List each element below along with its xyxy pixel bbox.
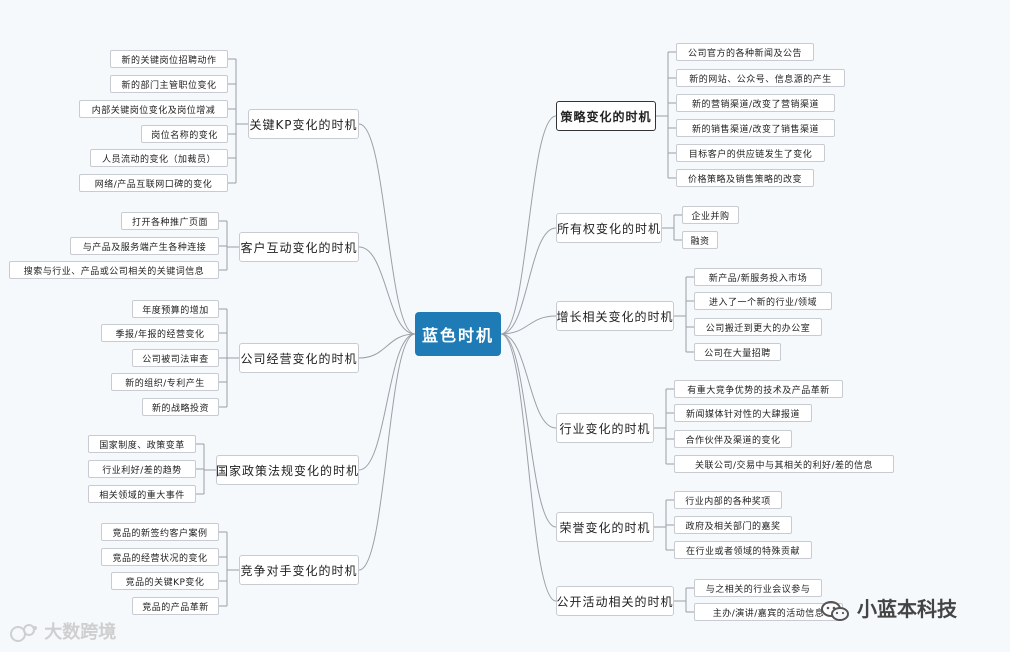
branch-left-2[interactable]: 客户互动变化的时机 xyxy=(239,232,359,262)
leaf-node[interactable]: 目标客户的供应链发生了变化 xyxy=(676,144,825,162)
leaf-node[interactable]: 融资 xyxy=(682,231,718,249)
leaf-node[interactable]: 新的营销渠道/改变了营销渠道 xyxy=(676,94,835,112)
leaf-node[interactable]: 新的部门主管职位变化 xyxy=(110,75,228,93)
branch-left-3[interactable]: 公司经营变化的时机 xyxy=(239,343,359,373)
wechat-icon xyxy=(820,599,850,623)
leaf-node[interactable]: 新闻媒体针对性的大肆报道 xyxy=(674,404,812,422)
connector-line xyxy=(358,333,416,571)
leaf-node[interactable]: 竞品的新签约客户案例 xyxy=(101,523,219,541)
leaf-node[interactable]: 竞品的经营状况的变化 xyxy=(101,548,219,566)
branch-right-5[interactable]: 荣誉变化的时机 xyxy=(556,512,654,542)
leaf-node[interactable]: 合作伙伴及渠道的变化 xyxy=(674,430,792,448)
leaf-node[interactable]: 与产品及服务端产生各种连接 xyxy=(70,237,219,255)
connector-line xyxy=(358,333,416,471)
leaf-node[interactable]: 岗位名称的变化 xyxy=(141,125,228,143)
leaf-node[interactable]: 公司在大量招聘 xyxy=(694,343,781,361)
leaf-node[interactable]: 行业内部的各种奖项 xyxy=(674,491,782,509)
leaf-node[interactable]: 公司官方的各种新闻及公告 xyxy=(676,43,814,61)
leaf-node[interactable]: 新产品/新服务投入市场 xyxy=(694,268,822,286)
leaf-node[interactable]: 进入了一个新的行业/领域 xyxy=(694,292,832,310)
leaf-node[interactable]: 年度预算的增加 xyxy=(132,300,219,318)
connector-line xyxy=(358,246,416,335)
leaf-node[interactable]: 内部关键岗位变化及岗位增减 xyxy=(79,100,228,118)
leaf-node[interactable]: 网络/产品互联网口碑的变化 xyxy=(79,174,228,192)
leaf-node[interactable]: 价格策略及销售策略的改变 xyxy=(676,169,814,187)
sina-weibo-icon xyxy=(8,622,38,644)
leaf-node[interactable]: 相关领域的重大事件 xyxy=(88,485,196,503)
leaf-node[interactable]: 国家制度、政策变革 xyxy=(88,435,196,453)
watermark-right-text: 小蓝本科技 xyxy=(856,597,957,621)
leaf-node[interactable]: 新的战略投资 xyxy=(142,398,219,416)
leaf-node[interactable]: 季报/年报的经营变化 xyxy=(101,324,219,342)
leaf-node[interactable]: 打开各种推广页面 xyxy=(121,212,219,230)
leaf-node[interactable]: 新的网站、公众号、信息源的产生 xyxy=(676,69,845,87)
leaf-node[interactable]: 在行业或者领域的特殊贡献 xyxy=(674,541,812,559)
connector-line xyxy=(358,123,416,335)
branch-right-4[interactable]: 行业变化的时机 xyxy=(556,413,654,443)
leaf-node[interactable]: 搜索与行业、产品或公司相关的关键词信息 xyxy=(9,261,219,279)
watermark-left: 大数跨境 xyxy=(8,618,116,644)
connector-line xyxy=(358,333,416,359)
leaf-node[interactable]: 新的组织/专利产生 xyxy=(111,373,219,391)
root-node[interactable]: 蓝色时机 xyxy=(415,312,501,356)
watermark-right: 小蓝本科技 xyxy=(820,593,957,623)
branch-left-1[interactable]: 关键KP变化的时机 xyxy=(248,109,359,139)
leaf-node[interactable]: 新的销售渠道/改变了销售渠道 xyxy=(676,119,835,137)
leaf-node[interactable]: 企业并购 xyxy=(682,206,739,224)
connector-line xyxy=(500,333,557,602)
leaf-node[interactable]: 政府及相关部门的嘉奖 xyxy=(674,516,792,534)
leaf-node[interactable]: 人员流动的变化（加裁员） xyxy=(90,149,228,167)
leaf-node[interactable]: 有重大竞争优势的技术及产品革新 xyxy=(674,380,843,398)
branch-right-2[interactable]: 所有权变化的时机 xyxy=(556,213,662,243)
connector-line xyxy=(500,333,557,429)
leaf-node[interactable]: 行业利好/差的趋势 xyxy=(88,460,196,478)
watermark-left-text: 大数跨境 xyxy=(44,622,117,643)
connector-line xyxy=(500,115,557,335)
connector-line xyxy=(500,227,557,335)
leaf-node[interactable]: 关联公司/交易中与其相关的利好/差的信息 xyxy=(674,455,894,473)
leaf-node[interactable]: 与之相关的行业会议参与 xyxy=(694,579,822,597)
connector-line xyxy=(500,333,557,528)
connector-line xyxy=(500,315,557,335)
branch-right-6[interactable]: 公开活动相关的时机 xyxy=(556,586,674,616)
leaf-node[interactable]: 竞品的关键KP变化 xyxy=(111,572,219,590)
leaf-node[interactable]: 竞品的产品革新 xyxy=(132,597,219,615)
branch-left-5[interactable]: 竞争对手变化的时机 xyxy=(239,555,359,585)
leaf-node[interactable]: 公司被司法审查 xyxy=(132,349,219,367)
branch-left-4[interactable]: 国家政策法规变化的时机 xyxy=(216,455,359,485)
branch-right-1[interactable]: 策略变化的时机 xyxy=(556,101,656,131)
leaf-node[interactable]: 公司搬迁到更大的办公室 xyxy=(694,318,822,336)
leaf-node[interactable]: 新的关键岗位招聘动作 xyxy=(110,50,228,68)
branch-right-3[interactable]: 增长相关变化的时机 xyxy=(556,301,674,331)
